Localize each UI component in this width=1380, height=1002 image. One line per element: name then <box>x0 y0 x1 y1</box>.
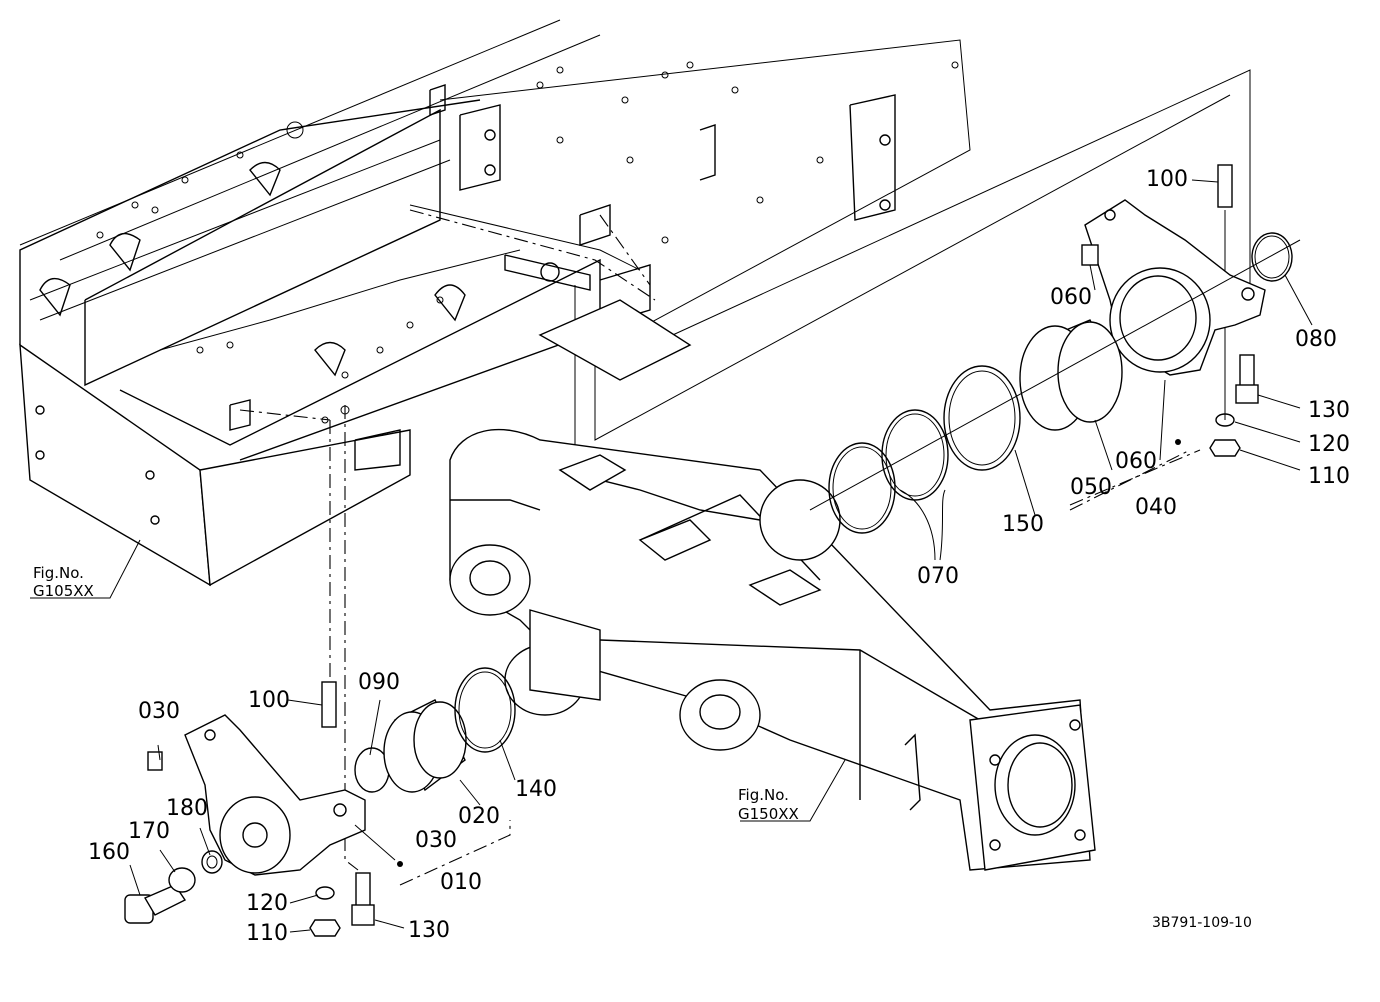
fig-ref-line1: Fig.No. <box>738 786 789 804</box>
part-label: 110 <box>246 921 288 946</box>
part-label: 130 <box>408 918 450 943</box>
part-label: 140 <box>515 777 557 802</box>
part-label: 170 <box>128 819 170 844</box>
fig-ref-line2: G150XX <box>738 805 799 823</box>
part-label: 070 <box>917 564 959 589</box>
axle-housing <box>449 299 1096 871</box>
part-label: 060 <box>1115 449 1157 474</box>
part-label: 100 <box>1146 167 1188 192</box>
part-label: 120 <box>246 891 288 916</box>
callout-dot <box>397 861 403 867</box>
part-label: 180 <box>166 796 208 821</box>
part-label: 100 <box>248 688 290 713</box>
figure-reference-g150xx: Fig.No. G150XX <box>738 786 799 823</box>
part-label: 160 <box>88 840 130 865</box>
part-label: 030 <box>415 828 457 853</box>
figure-reference-g105xx: Fig.No. G105XX <box>33 564 94 600</box>
fig-ref-line2: G105XX <box>33 582 94 600</box>
drawing-code: 3B791-109-10 <box>1152 915 1252 931</box>
part-label: 120 <box>1308 432 1350 457</box>
part-label: 060 <box>1050 285 1092 310</box>
leader-lines <box>30 179 1313 933</box>
part-label: 010 <box>440 870 482 895</box>
frame-assembly <box>19 19 971 587</box>
fig-ref-line1: Fig.No. <box>33 564 84 582</box>
left-bracket-assembly <box>124 667 516 937</box>
callout-dot <box>1175 439 1181 445</box>
part-labels: 100 060 080 130 120 110 060 050 040 150 … <box>88 167 1350 946</box>
part-label: 080 <box>1295 327 1337 352</box>
part-label: 110 <box>1308 464 1350 489</box>
part-label: 040 <box>1135 495 1177 520</box>
part-label: 090 <box>358 670 400 695</box>
part-label: 050 <box>1070 475 1112 500</box>
part-label: 150 <box>1002 512 1044 537</box>
part-label: 020 <box>458 804 500 829</box>
right-bracket-assembly <box>809 164 1301 534</box>
part-label: 130 <box>1308 398 1350 423</box>
part-label: 030 <box>138 699 180 724</box>
